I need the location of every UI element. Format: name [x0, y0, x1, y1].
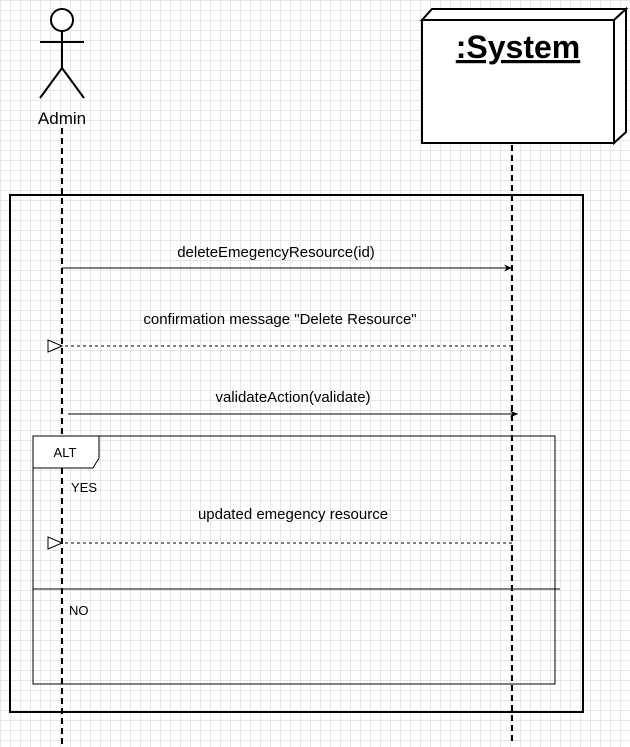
message-label: validateAction(validate) — [215, 389, 370, 406]
message-updated-resource: updated emegency resource — [62, 506, 512, 543]
admin-actor: Admin — [38, 8, 86, 128]
message-validate-action: validateAction(validate) — [68, 389, 518, 418]
alt-tag-box — [32, 435, 100, 469]
actor-name: Admin — [38, 109, 86, 128]
alt-frame — [32, 435, 556, 685]
actor-head — [50, 8, 74, 32]
outer-frame — [9, 194, 584, 713]
system-node-top-face — [419, 8, 629, 21]
message-label: confirmation message "Delete Resource" — [143, 311, 416, 328]
system-node-front-face — [421, 19, 615, 144]
message-label: deleteEmegencyResource(id) — [177, 244, 375, 261]
message-delete-resource: deleteEmegencyResource(id) — [62, 244, 512, 272]
alt-guard-yes: YES — [71, 480, 97, 495]
system-node-side-face — [613, 6, 627, 146]
alt-tag: ALT — [54, 445, 77, 460]
actor-left-leg — [39, 67, 63, 99]
system-name: :System — [456, 29, 581, 65]
actor-right-leg — [61, 67, 85, 99]
message-confirmation: confirmation message "Delete Resource" — [62, 311, 512, 346]
alt-fragment: ALT YES NO — [32, 435, 560, 685]
message-label: updated emegency resource — [198, 506, 388, 523]
system-node: :System — [419, 6, 629, 146]
alt-guard-no: NO — [69, 603, 89, 618]
